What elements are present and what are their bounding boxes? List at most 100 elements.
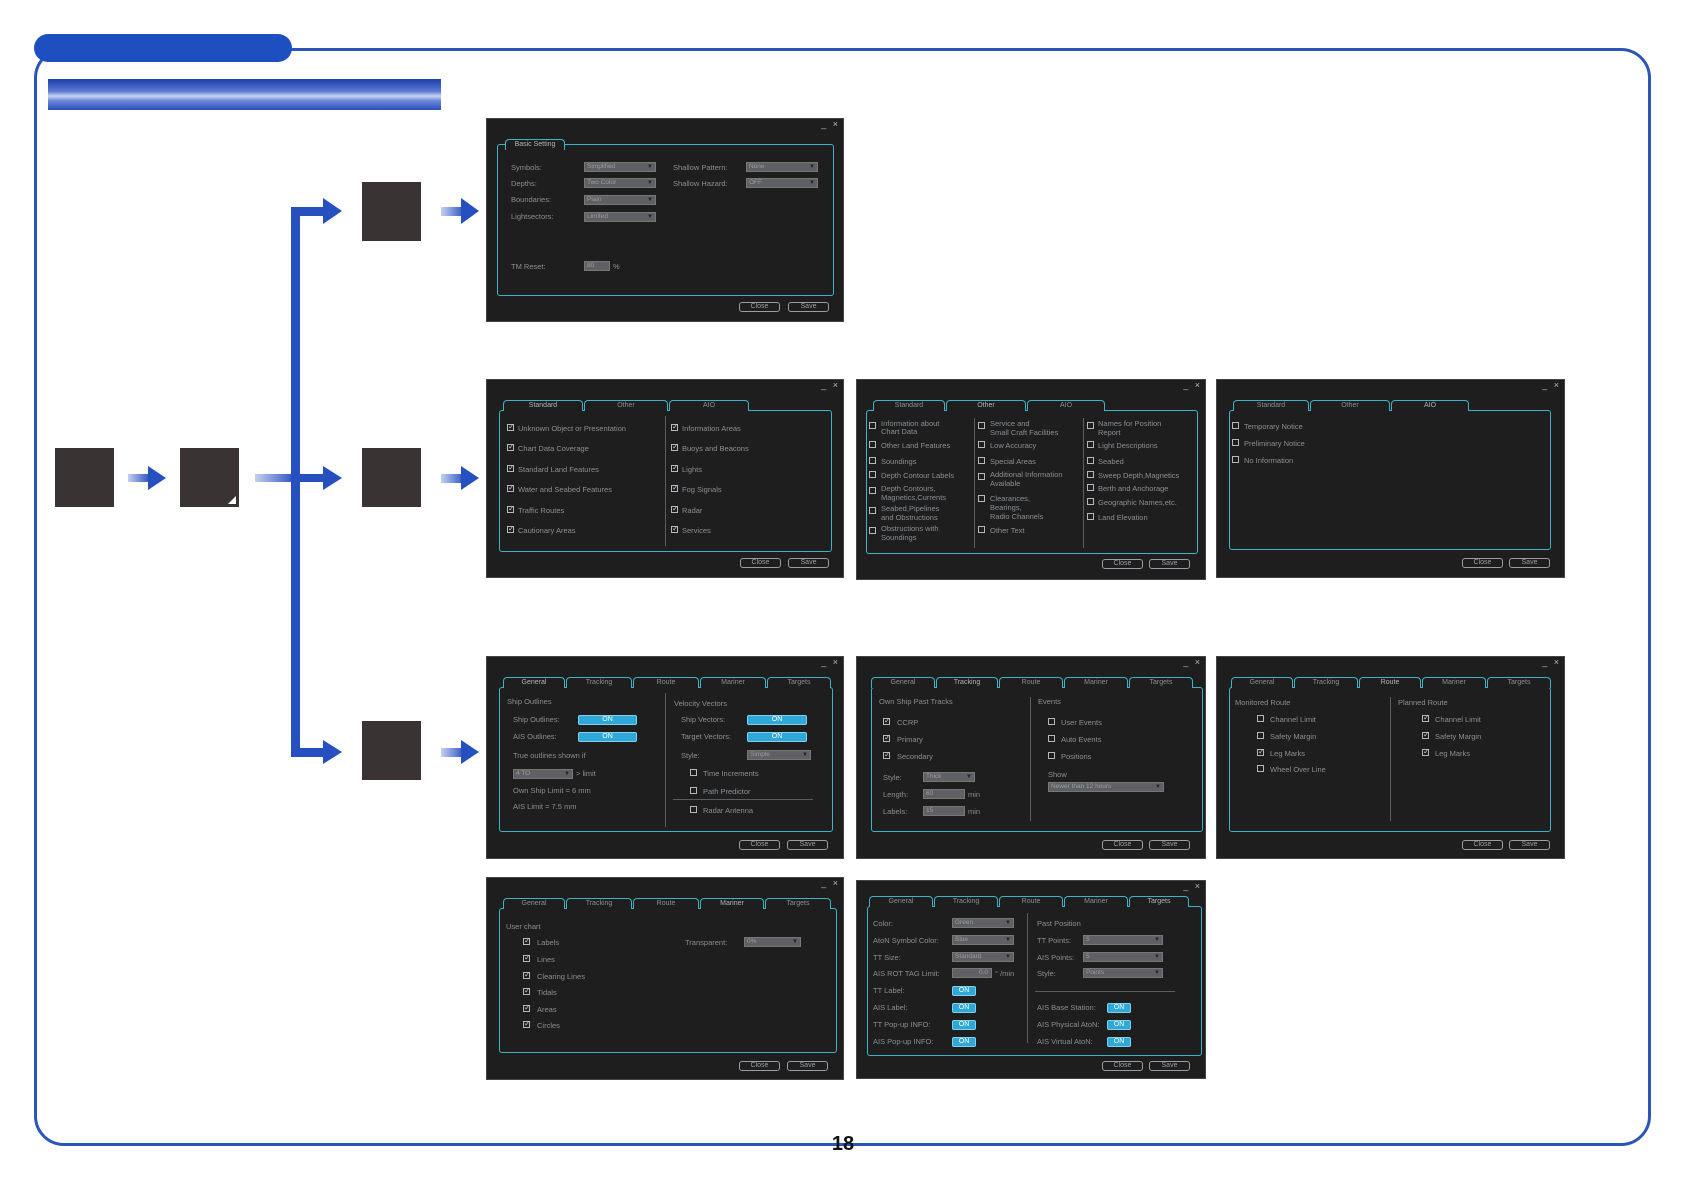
close-button[interactable]: Close (739, 840, 780, 850)
tab-other[interactable]: Other (946, 400, 1026, 411)
ais-virtual-toggle[interactable]: ON (1107, 1037, 1131, 1047)
checkbox[interactable] (671, 463, 679, 472)
checkbox[interactable] (1422, 713, 1430, 722)
checkbox[interactable] (523, 1003, 531, 1012)
tab-targets[interactable]: Targets (767, 677, 831, 688)
ship-outlines-toggle[interactable]: ON (578, 715, 637, 725)
labels-input[interactable]: 15 (923, 806, 965, 816)
window-controls[interactable]: _ × (1183, 657, 1202, 667)
checkbox[interactable] (883, 716, 891, 725)
checkbox[interactable] (883, 750, 891, 759)
checkbox[interactable] (978, 422, 985, 429)
checkbox[interactable] (507, 483, 515, 492)
checkbox[interactable] (869, 457, 876, 464)
tab-mariner[interactable]: Mariner (700, 677, 766, 688)
tab-aio[interactable]: AIO (1027, 400, 1105, 411)
checkbox[interactable] (1087, 498, 1094, 505)
checkbox[interactable] (1087, 441, 1094, 448)
checkbox[interactable] (1257, 732, 1264, 739)
save-button[interactable]: Save (1509, 558, 1550, 568)
checkbox[interactable] (671, 483, 679, 492)
close-button[interactable]: Close (740, 558, 781, 568)
color-select[interactable]: Green (952, 918, 1014, 928)
checkbox[interactable] (1048, 718, 1055, 725)
tab-route[interactable]: Route (633, 677, 699, 688)
window-controls[interactable]: _ × (821, 380, 840, 390)
checkbox[interactable] (690, 787, 697, 794)
tab-aio[interactable]: AIO (669, 400, 749, 411)
checkbox[interactable] (523, 936, 531, 945)
past-style-select[interactable]: Points (1083, 968, 1163, 978)
checkbox[interactable] (507, 422, 515, 431)
tab-general[interactable]: General (869, 896, 933, 907)
save-button[interactable]: Save (1149, 559, 1190, 569)
window-controls[interactable]: _ × (1183, 380, 1202, 390)
checkbox[interactable] (507, 442, 515, 451)
checkbox[interactable] (1232, 422, 1239, 429)
checkbox[interactable] (978, 441, 985, 448)
true-outlines-select[interactable]: 4 TO (513, 769, 573, 779)
checkbox[interactable] (1232, 456, 1239, 463)
checkbox[interactable] (1048, 752, 1055, 759)
close-button[interactable]: Close (1102, 1061, 1143, 1071)
checkbox[interactable] (523, 986, 531, 995)
tab-aio[interactable]: AIO (1391, 400, 1469, 411)
ais-label-toggle[interactable]: ON (952, 1003, 976, 1013)
boundaries-select[interactable]: Plain (584, 195, 656, 205)
checkbox[interactable] (523, 953, 531, 962)
tab-tracking[interactable]: Tracking (566, 677, 632, 688)
close-button[interactable]: Close (1102, 559, 1143, 569)
checkbox[interactable] (978, 526, 985, 533)
show-select[interactable]: Newer than 12 hours (1048, 782, 1164, 792)
depths-select[interactable]: Two Color (584, 178, 656, 188)
checkbox[interactable] (1422, 747, 1430, 756)
tm-reset-input[interactable]: 80 (584, 261, 610, 271)
close-button[interactable]: Close (1102, 840, 1143, 850)
save-button[interactable]: Save (1149, 1061, 1190, 1071)
style-select[interactable]: Simple (747, 750, 811, 760)
tab-tracking[interactable]: Tracking (566, 898, 632, 909)
checkbox[interactable] (1257, 715, 1264, 722)
checkbox[interactable] (1257, 747, 1265, 756)
checkbox[interactable] (671, 524, 679, 533)
window-controls[interactable]: _ × (1183, 881, 1202, 891)
tt-popup-toggle[interactable]: ON (952, 1020, 976, 1030)
close-button[interactable]: Close (739, 302, 780, 312)
checkbox[interactable] (1087, 422, 1094, 429)
window-controls[interactable]: _ × (1542, 657, 1561, 667)
symbols-select[interactable]: Simplified (584, 162, 656, 172)
checkbox[interactable] (869, 441, 876, 448)
window-controls[interactable]: _ × (821, 878, 840, 888)
shallow-pattern-select[interactable]: None (746, 162, 818, 172)
tab-other[interactable]: Other (1310, 400, 1390, 411)
checkbox[interactable] (523, 1019, 531, 1028)
ais-base-toggle[interactable]: ON (1107, 1003, 1131, 1013)
checkbox[interactable] (978, 457, 985, 464)
checkbox[interactable] (671, 442, 679, 451)
checkbox[interactable] (869, 487, 876, 494)
checkbox[interactable] (1087, 513, 1094, 520)
shallow-hazard-select[interactable]: OFF (746, 178, 818, 188)
checkbox[interactable] (690, 806, 697, 813)
close-button[interactable]: Close (739, 1061, 780, 1071)
tab-route[interactable]: Route (999, 896, 1063, 907)
checkbox[interactable] (690, 769, 697, 776)
tab-route[interactable]: Route (633, 898, 699, 909)
transparent-select[interactable]: 0% (744, 937, 801, 947)
checkbox[interactable] (1257, 765, 1264, 772)
ais-popup-toggle[interactable]: ON (952, 1037, 976, 1047)
ais-points-select[interactable]: 5 (1083, 952, 1163, 962)
tab-mariner[interactable]: Mariner (700, 898, 764, 909)
target-vectors-toggle[interactable]: ON (747, 732, 807, 742)
save-button[interactable]: Save (787, 1061, 828, 1071)
window-controls[interactable]: _ × (821, 119, 840, 129)
save-button[interactable]: Save (1149, 840, 1190, 850)
checkbox[interactable] (1087, 484, 1094, 491)
checkbox[interactable] (978, 495, 985, 502)
tt-label-toggle[interactable]: ON (952, 986, 976, 996)
lightsectors-select[interactable]: Limited (584, 212, 656, 222)
checkbox[interactable] (507, 524, 515, 533)
checkbox[interactable] (1232, 439, 1239, 446)
checkbox[interactable] (978, 473, 985, 480)
checkbox[interactable] (1048, 735, 1055, 742)
